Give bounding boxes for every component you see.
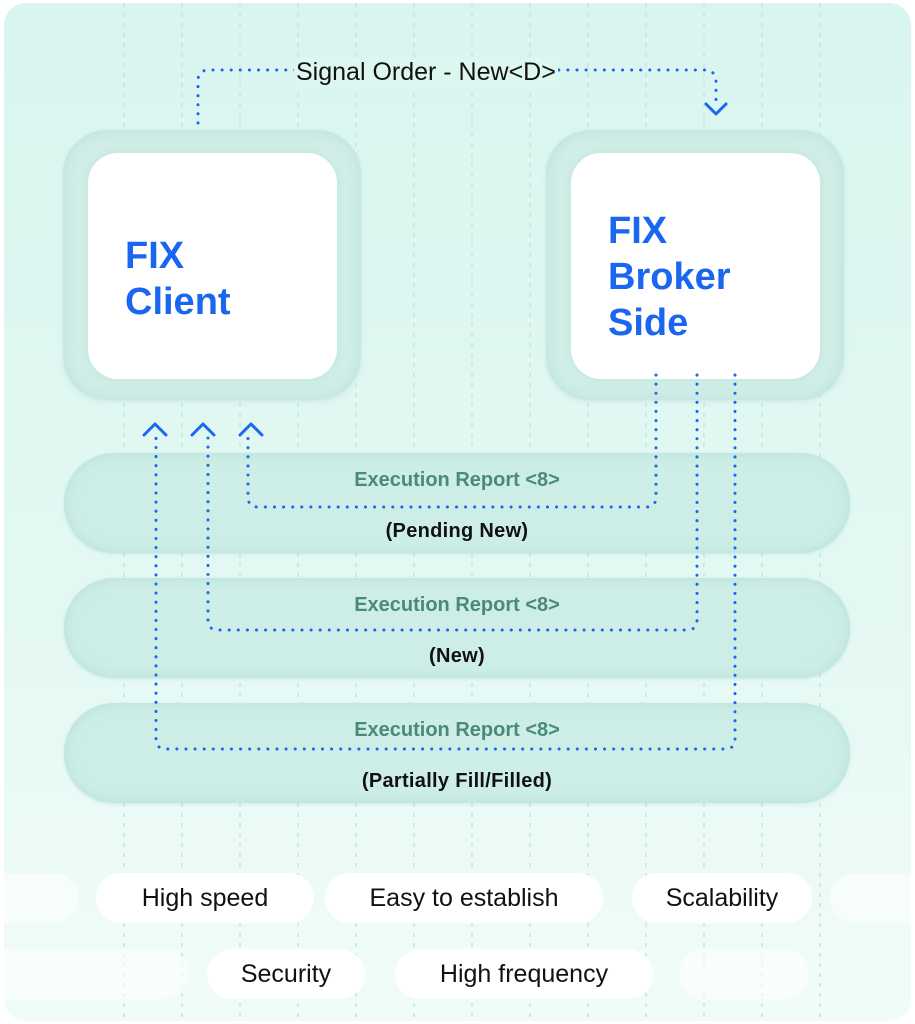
report-pill-filled: Execution Report <8> (Partially Fill/Fil…: [64, 703, 850, 803]
broker-title: FIX Broker Side: [608, 210, 731, 344]
feature-tag-high-frequency: High frequency: [395, 949, 653, 999]
broker-box-inner: FIX Broker Side: [571, 153, 820, 379]
report-title: Execution Report <8>: [354, 719, 560, 741]
client-title: FIX Client: [125, 235, 231, 323]
report-status: (New): [429, 645, 485, 667]
report-title: Execution Report <8>: [354, 594, 560, 616]
report-pill-pending-new: Execution Report <8> (Pending New): [64, 453, 850, 553]
feature-tag-easy-to-establish: Easy to establish: [325, 873, 603, 923]
ghost-tag: [830, 873, 911, 923]
report-pill-new: Execution Report <8> (New): [64, 578, 850, 678]
feature-tag-scalability: Scalability: [632, 873, 812, 923]
diagram-card: FIX Client FIX Broker Side Execution Rep…: [4, 3, 911, 1021]
ghost-tag: [679, 949, 809, 999]
ghost-tag: [4, 873, 79, 923]
report-title: Execution Report <8>: [354, 469, 560, 491]
feature-tag-security: Security: [207, 949, 365, 999]
report-status: (Pending New): [385, 520, 529, 542]
broker-box: FIX Broker Side: [546, 130, 844, 400]
ghost-tag: [4, 949, 189, 999]
client-box-inner: FIX Client: [88, 153, 337, 379]
signal-order-label: Signal Order - New<D>: [294, 58, 558, 87]
report-status: (Partially Fill/Filled): [361, 770, 553, 792]
feature-tag-high-speed: High speed: [96, 873, 314, 923]
flow-arrows: [142, 68, 737, 751]
client-box: FIX Client: [63, 130, 361, 400]
